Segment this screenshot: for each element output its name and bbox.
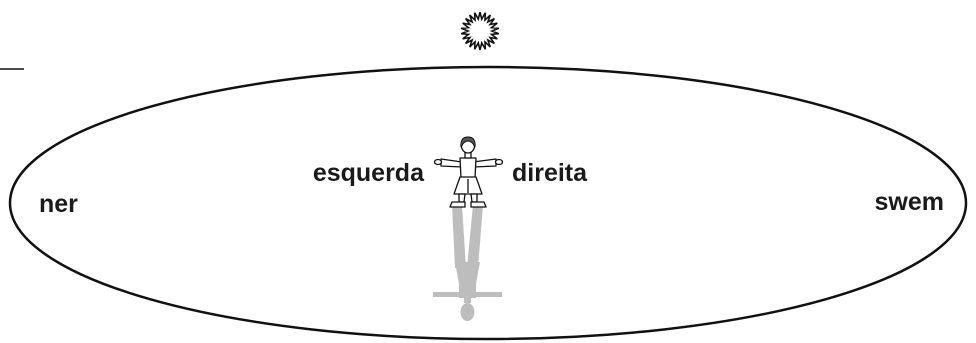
label-direita: direita (512, 159, 588, 187)
label-ner: ner (39, 190, 78, 218)
person-figure (433, 136, 504, 208)
sun-icon (460, 11, 500, 51)
label-esquerda: esquerda (313, 159, 425, 187)
horizon-ellipse (8, 65, 968, 341)
label-swem: swem (875, 188, 944, 216)
person-shadow (433, 205, 502, 321)
